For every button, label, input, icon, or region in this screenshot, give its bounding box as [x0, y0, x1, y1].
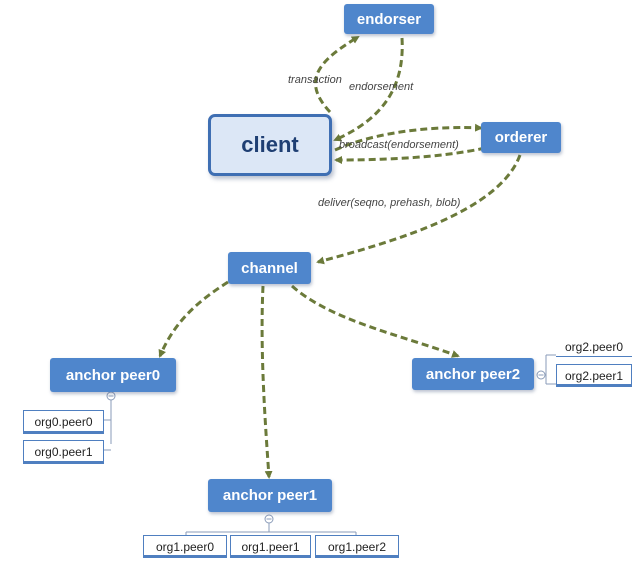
node-anchor-peer1[interactable]: anchor peer1	[208, 479, 332, 512]
edge-orderer-to-client	[334, 146, 486, 164]
leaf-org1-peer0[interactable]: org1.peer0	[143, 535, 227, 558]
leaf-org1-peer1[interactable]: org1.peer1	[230, 535, 311, 558]
leaf-org0-peer0[interactable]: org0.peer0	[23, 410, 104, 434]
edge-client-to-endorser	[314, 35, 360, 114]
leaf-org1-peer2[interactable]: org1.peer2	[315, 535, 399, 558]
edge-endorser-to-client	[333, 37, 404, 142]
edge-label-transaction: transaction	[288, 74, 342, 86]
edge-client-to-orderer	[334, 123, 483, 152]
edge-label-endorsement: endorsement	[349, 81, 414, 93]
edge-label-deliver: deliver(seqno, prehash, blob)	[318, 197, 461, 209]
leaf-org2-peer1[interactable]: org2.peer1	[556, 364, 632, 387]
node-endorser[interactable]: endorser	[344, 4, 434, 34]
node-anchor-peer2[interactable]: anchor peer2	[412, 358, 534, 390]
node-orderer[interactable]: orderer	[481, 122, 561, 153]
edge-channel-to-peer1	[260, 285, 273, 479]
edge-orderer-to-channel	[316, 154, 522, 265]
edge-channel-to-peer2	[291, 284, 460, 358]
leaf-org2-peer0[interactable]: org2.peer0	[556, 338, 632, 357]
node-anchor-peer0[interactable]: anchor peer0	[50, 358, 176, 392]
edge-label-broadcast: broadcast(endorsement)	[339, 139, 459, 151]
node-client[interactable]: client	[208, 114, 332, 176]
edge-channel-to-peer0	[158, 280, 229, 358]
leaf-org0-peer1[interactable]: org0.peer1	[23, 440, 104, 464]
node-channel[interactable]: channel	[228, 252, 311, 284]
